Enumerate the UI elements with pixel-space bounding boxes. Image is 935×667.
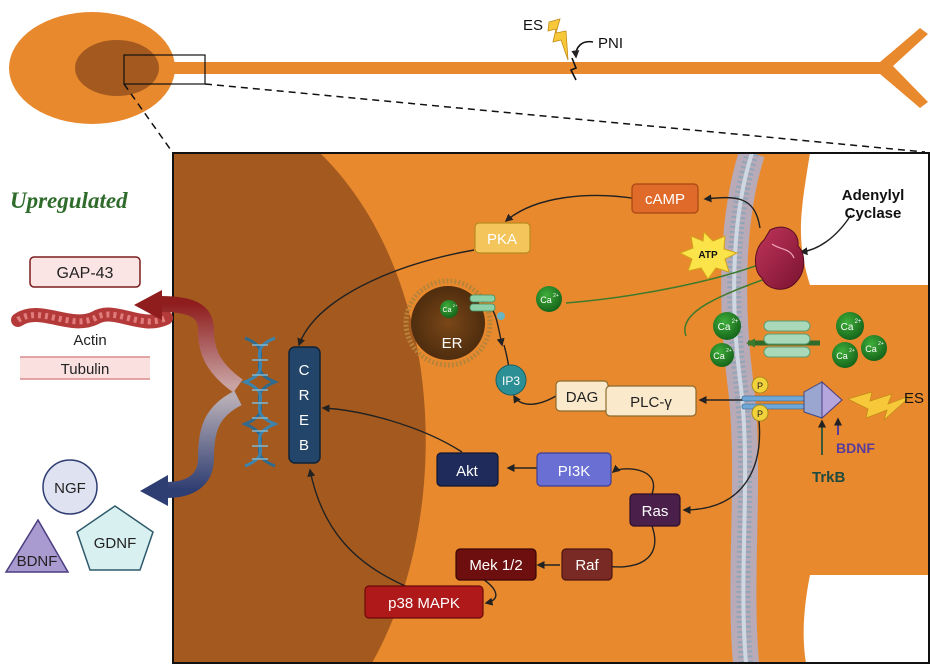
raf-node: Raf <box>561 548 613 581</box>
upregulation-arrowhead-red <box>134 290 162 320</box>
gdnf-label: GDNF <box>94 535 137 552</box>
gap43-box: GAP-43 <box>29 256 141 288</box>
dna-helix-icon <box>240 336 280 468</box>
ca-ion-5: Ca 2+ <box>861 335 887 361</box>
akt-label: Akt <box>456 463 479 480</box>
creb-node: C R E B <box>288 346 321 464</box>
plc-label: PLC-γ <box>630 394 672 411</box>
tubulin-label: Tubulin <box>61 361 110 378</box>
trkb-receptor-icon <box>741 380 843 420</box>
ca-ion-1: Ca 2+ <box>713 312 741 340</box>
ca-ion-2-charge: 2+ <box>726 348 732 354</box>
ca-ion-2-label: Ca <box>713 351 725 361</box>
actin-filament-icon <box>11 307 173 329</box>
tubulin-box: Tubulin <box>20 356 150 380</box>
pi3k-label: PI3K <box>558 463 591 480</box>
akt-node: Akt <box>436 452 499 487</box>
ca-ion-5-label: Ca <box>865 344 877 354</box>
raf-label: Raf <box>575 557 599 574</box>
ca-ion-1-label: Ca <box>718 322 731 333</box>
bdnf-factor-label: BDNF <box>17 553 58 570</box>
phospho-top: P <box>751 376 769 394</box>
phospho-bottom-label: P <box>757 409 763 419</box>
ca-ion-3-label: Ca <box>841 322 854 333</box>
calcium-channel-icon <box>763 320 811 358</box>
gap43-label: GAP-43 <box>57 265 114 282</box>
camp-node: cAMP <box>631 183 699 214</box>
pka-label: PKA <box>487 231 517 248</box>
creb-letter-r: R <box>299 387 310 404</box>
trkb-label: TrkB <box>812 469 846 486</box>
phospho-top-label: P <box>757 381 763 391</box>
atp-label: ATP <box>698 250 718 261</box>
ip3-node: IP3 <box>495 364 527 396</box>
creb-letter-c: C <box>299 362 310 379</box>
er-label: ER <box>442 335 463 352</box>
zoom-line-left <box>123 83 174 154</box>
ngf-shape: NGF <box>42 459 98 515</box>
ras-label: Ras <box>642 503 669 520</box>
bdnf-shape: BDNF <box>4 518 70 573</box>
es-lightning-right-icon <box>846 391 913 422</box>
adenylyl-cyclase-label-1: Adenylyl <box>842 187 905 204</box>
ca-ion-3-charge: 2+ <box>855 319 862 325</box>
camp-label: cAMP <box>645 191 685 208</box>
p38-node: p38 MAPK <box>364 585 484 619</box>
zoom-box <box>123 54 206 85</box>
secretion-arrow-blue <box>165 390 242 498</box>
ca-ion-er-charge: 2+ <box>453 303 458 308</box>
injury-mark-icon <box>569 57 578 81</box>
es-lightning-icon <box>547 18 569 61</box>
adenylyl-cyclase-label-2: Cyclase <box>845 205 902 222</box>
ca-ion-4: Ca 2+ <box>832 342 858 368</box>
phospho-bottom: P <box>751 404 769 422</box>
pka-node: PKA <box>474 222 531 254</box>
creb-letter-b: B <box>299 437 309 454</box>
ngf-label: NGF <box>54 480 86 497</box>
gdnf-shape: GDNF <box>76 505 154 571</box>
pathway-arrows <box>297 194 852 606</box>
neuron-nucleus <box>75 40 159 96</box>
ca-ion-cytosol-label: Ca <box>540 295 552 305</box>
ca-ion-1-charge: 2+ <box>732 319 739 325</box>
er-organelle: ER <box>403 278 493 368</box>
es-label-right: ES <box>904 390 924 407</box>
upregulated-heading: Upregulated <box>10 188 128 213</box>
ca-ion-4-label: Ca <box>836 351 848 361</box>
adenylyl-cyclase-icon <box>755 226 805 290</box>
es-label-top: ES <box>523 17 543 34</box>
secretion-arrowhead-blue <box>140 475 168 506</box>
ca-ion-cytosol: Ca 2+ <box>536 286 562 312</box>
dag-label: DAG <box>566 389 599 406</box>
pi3k-node: PI3K <box>536 452 612 487</box>
ca-ion-er-label: Ca <box>443 307 452 314</box>
p38-label: p38 MAPK <box>388 595 460 612</box>
ca-ion-3: Ca 2+ <box>836 312 864 340</box>
zoom-line-right <box>204 83 926 153</box>
plc-node: PLC-γ <box>605 385 697 417</box>
ca-ion-5-charge: 2+ <box>878 341 884 347</box>
ca-ion-er: Ca 2+ <box>440 300 458 318</box>
ca-ion-2: Ca 2+ <box>710 343 734 367</box>
axon <box>160 28 928 108</box>
ip3-receptor-channel-icon <box>469 294 505 320</box>
mek-label: Mek 1/2 <box>469 557 522 574</box>
pni-label: PNI <box>598 35 623 52</box>
neuron-overview: ES PNI <box>9 12 928 154</box>
creb-letter-e: E <box>299 412 309 429</box>
atp-burst: ATP <box>678 230 739 280</box>
bdnf-ligand-label: BDNF <box>836 440 875 456</box>
ip3-label: IP3 <box>502 374 520 388</box>
pni-arrow <box>571 40 594 59</box>
dag-node: DAG <box>555 380 609 412</box>
mek-node: Mek 1/2 <box>455 548 537 581</box>
ca-ion-cytosol-charge: 2+ <box>553 293 559 299</box>
actin-label: Actin <box>73 332 106 349</box>
upregulation-arrow-red <box>159 296 243 393</box>
cell-membrane <box>721 153 765 663</box>
ras-node: Ras <box>629 493 681 527</box>
ca-ion-4-charge: 2+ <box>849 348 855 354</box>
